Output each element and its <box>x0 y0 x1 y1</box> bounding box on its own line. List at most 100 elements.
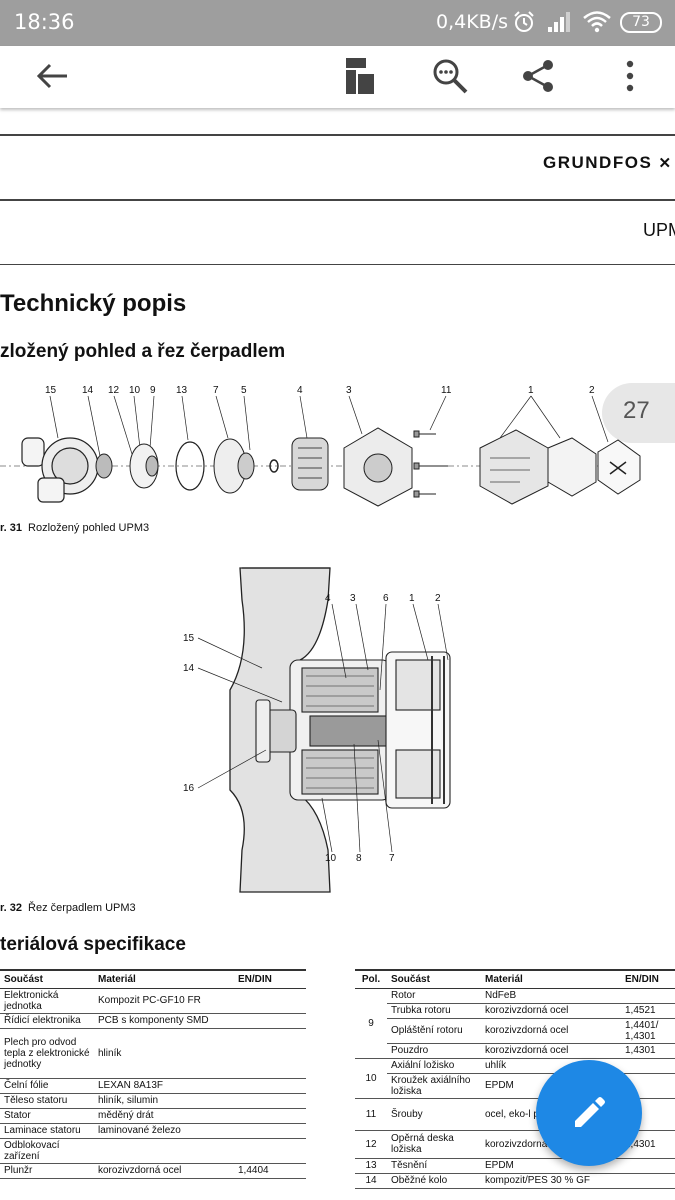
fig31-label: 13 <box>176 385 188 396</box>
cell-part: Stator <box>0 1108 94 1124</box>
cell-en <box>234 1028 306 1079</box>
part-pump-housing <box>21 437 99 503</box>
status-bar: 18:36 0,4KB/s 73 <box>0 0 675 46</box>
cell-en <box>621 988 675 1004</box>
cell-pos: 13 <box>355 1158 387 1174</box>
fig32-top-label: 2 <box>435 593 441 604</box>
bookmark-icon <box>346 58 374 94</box>
series-label: UPM <box>643 220 675 240</box>
fig32-top-label: 1 <box>409 593 415 604</box>
fig32-bottom-label: 10 <box>325 853 337 864</box>
part-stator <box>291 437 329 491</box>
cell-en: 1,4301 <box>621 1043 675 1059</box>
table-row: Odblokovací zařízení <box>0 1138 306 1164</box>
cell-part: Laminace statoru <box>0 1123 94 1139</box>
back-button[interactable] <box>26 50 78 102</box>
part-seal-ring <box>175 441 205 491</box>
column-header: Součást <box>387 969 481 989</box>
column-header: Materiál <box>481 969 621 989</box>
cell-part: Opláštění rotoru <box>387 1018 481 1044</box>
cell-part: Šrouby <box>387 1098 481 1131</box>
cell-pos: 14 <box>355 1173 387 1189</box>
cell-material: korozivzdorná ocel <box>94 1163 234 1179</box>
cell-en: 1,4404 <box>234 1163 306 1179</box>
fig31-label: 2 <box>589 385 595 396</box>
battery-icon: 73 <box>620 12 662 33</box>
fig31-label: 4 <box>297 385 303 396</box>
cell-pos: 9 <box>355 988 387 1059</box>
cell-part: Těleso statoru <box>0 1093 94 1109</box>
cell-material: korozivzdorná ocel <box>481 1003 621 1019</box>
signal-icon <box>548 12 570 32</box>
share-icon <box>523 60 553 92</box>
alarm-icon <box>514 11 534 32</box>
cell-en <box>621 1158 675 1174</box>
section-heading: Technický popis <box>0 290 187 317</box>
fig32-left-label: 15 <box>183 633 195 644</box>
column-header: Součást <box>0 969 94 989</box>
cell-material: hliník, silumin <box>94 1093 234 1109</box>
wifi-icon <box>583 11 611 33</box>
cell-en: 1,4401/ 1,4301 <box>621 1018 675 1044</box>
column-header: Materiál <box>94 969 234 989</box>
cell-part: Opěrná deska ložiska <box>387 1130 481 1159</box>
part-o-ring <box>269 459 279 473</box>
exploded-view-figure: 15 14 12 10 9 13 7 5 4 3 11 1 2 <box>0 385 641 507</box>
cell-part: Oběžné kolo <box>387 1173 481 1189</box>
figure-32-text: Řez čerpadlem UPM3 <box>28 902 136 914</box>
cell-part: Čelní fólie <box>0 1078 94 1094</box>
figure-31-number: r. 31 <box>0 522 23 534</box>
part-screws <box>413 430 448 498</box>
table-row: 10 Axiální ložisko uhlík <box>355 1058 675 1099</box>
fig32-bottom-label: 7 <box>389 853 395 864</box>
cell-en <box>234 988 306 1014</box>
network-speed: 0,4KB/s <box>436 11 509 33</box>
cell-en <box>234 1123 306 1139</box>
cell-part: Plech pro odvod tepla z elektronické jed… <box>0 1028 94 1079</box>
app-bar <box>0 46 675 108</box>
cell-en <box>234 1108 306 1124</box>
cell-material: PCB s komponenty SMD <box>94 1013 234 1029</box>
header-rule-bottom <box>0 264 675 265</box>
cell-part: Axiální ložisko <box>387 1058 481 1074</box>
cell-pos: 10 <box>355 1058 387 1099</box>
subsection-heading: zložený pohled a řez čerpadlem <box>0 341 286 362</box>
materials-table-left: Součást Materiál EN/DIN Elektronická jed… <box>0 969 306 1179</box>
fig32-left-label: 14 <box>183 663 195 674</box>
fig31-label: 10 <box>129 385 141 396</box>
cell-material: korozivzdorná ocel <box>481 1043 621 1059</box>
cell-part: Kroužek axiálního ložiska <box>387 1073 481 1099</box>
table-row: 13 Těsnění EPDM <box>355 1158 675 1174</box>
cell-material: korozivzdorná ocel <box>481 1018 621 1044</box>
bookmark-button[interactable] <box>334 50 386 102</box>
edit-pencil-icon <box>575 1097 605 1127</box>
back-arrow-icon <box>36 63 67 89</box>
cell-material: Kompozit PC-GF10 FR <box>94 988 234 1014</box>
fig31-label: 3 <box>346 385 352 396</box>
fig32-left-label: 16 <box>183 783 195 794</box>
cell-pos: 12 <box>355 1130 387 1159</box>
cell-pos: 11 <box>355 1098 387 1131</box>
fig32-labels: 4 3 6 1 2 15 14 16 10 8 7 <box>183 593 441 864</box>
cell-part: Pouzdro <box>387 1043 481 1059</box>
fig32-top-label: 6 <box>383 593 389 604</box>
cell-part: Odblokovací zařízení <box>0 1138 94 1164</box>
more-button[interactable] <box>604 50 656 102</box>
share-button[interactable] <box>512 50 564 102</box>
header-rule-middle <box>0 199 675 201</box>
edit-fab-button[interactable] <box>536 1060 642 1166</box>
brand-logo: GRUNDFOS ✕ <box>543 153 673 172</box>
brand-text: GRUNDFOS <box>543 153 653 172</box>
search-icon <box>433 59 468 94</box>
search-button[interactable] <box>424 50 476 102</box>
cell-part: Plunžr <box>0 1163 94 1179</box>
part-motor-housing <box>343 427 413 507</box>
sectional-view-figure: 4 3 6 1 2 15 14 16 10 8 7 <box>183 567 451 893</box>
fig31-label: 9 <box>150 385 156 396</box>
table-row: Pouzdro korozivzdorná ocel 1,4301 <box>355 1043 675 1059</box>
